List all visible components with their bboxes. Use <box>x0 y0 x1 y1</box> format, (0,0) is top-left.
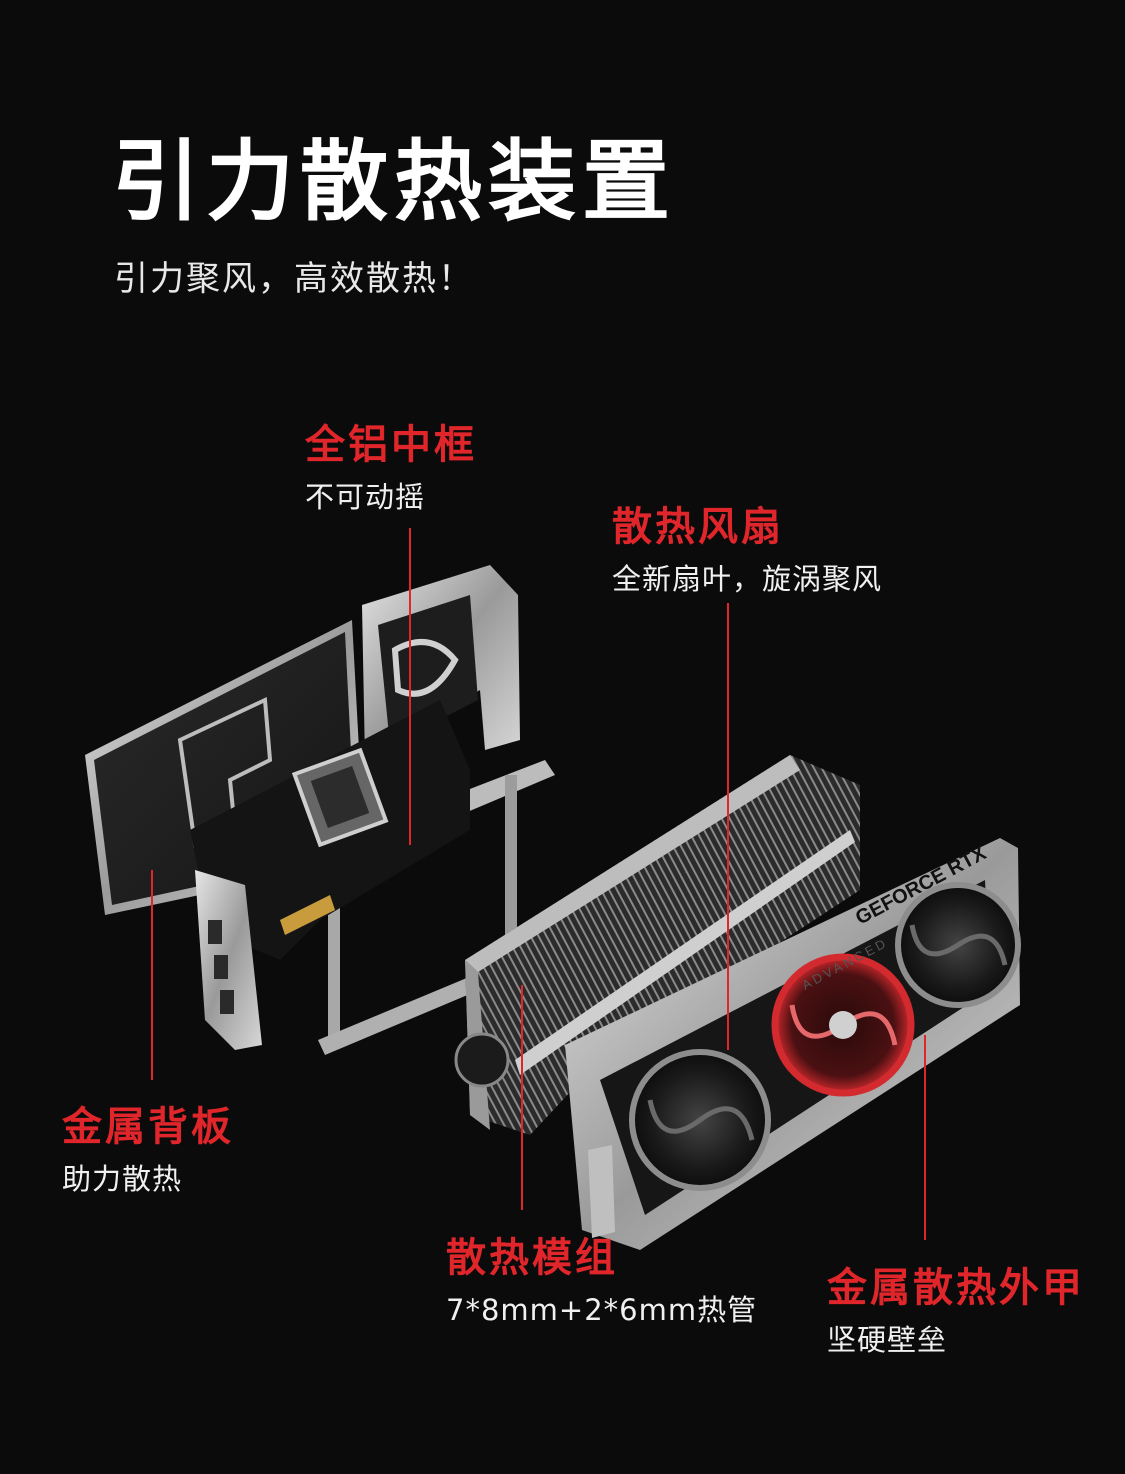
io-bracket-part <box>195 870 262 1050</box>
callout-heatsink-title: 散热模组 <box>446 1235 618 1281</box>
callout-frame: 全铝中框 不可动摇 <box>305 425 477 512</box>
page-title: 引力散热装置 <box>112 130 677 233</box>
callout-backplate: 金属背板 助力散热 <box>62 1107 234 1194</box>
callout-shroud: 金属散热外甲 坚硬壁垒 <box>827 1268 1085 1355</box>
callout-shroud-title: 金属散热外甲 <box>827 1265 1085 1311</box>
callout-shroud-desc: 坚硬壁垒 <box>827 1323 948 1357</box>
callout-frame-desc: 不可动摇 <box>305 480 426 514</box>
heatsink-part <box>454 755 860 1135</box>
callout-backplate-title: 金属背板 <box>62 1104 234 1150</box>
callout-fan: 散热风扇 全新扇叶，旋涡聚风 <box>612 507 882 594</box>
shroud-part <box>565 838 1021 1250</box>
callout-frame-title: 全铝中框 <box>305 422 477 468</box>
callout-fan-desc: 全新扇叶，旋涡聚风 <box>612 562 883 596</box>
callout-fan-title: 散热风扇 <box>612 504 784 550</box>
leader-lines <box>151 528 926 1240</box>
callout-backplate-desc: 助力散热 <box>62 1162 183 1196</box>
pcb-part <box>190 700 470 960</box>
page-subtitle: 引力聚风，高效散热！ <box>114 259 474 299</box>
callout-heatsink: 散热模组 7*8mm+2*6mm热管 <box>446 1238 757 1325</box>
callout-heatsink-desc: 7*8mm+2*6mm热管 <box>446 1293 758 1327</box>
